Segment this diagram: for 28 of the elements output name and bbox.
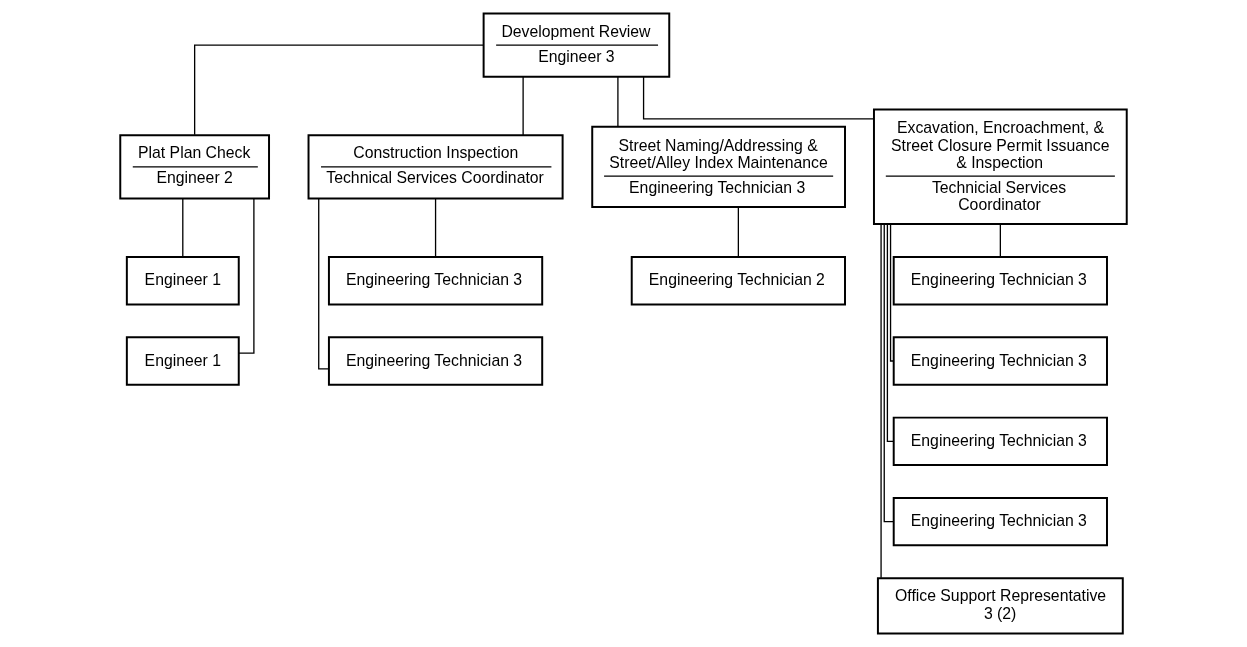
node-box: Street Naming/Addressing & Street/Alley Index Maintenance Engineering Technician 3 xyxy=(591,125,846,208)
node-box: Engineering Technician 3 xyxy=(892,416,1108,466)
node-box: Excavation, Encroachment, & Street Closure Permit Issuance & Inspection Technicial Services Coordinator xyxy=(873,108,1128,226)
node-box: Engineer 1 xyxy=(125,256,240,306)
node-box: Development Review Engineer 3 xyxy=(482,12,671,78)
node-box: Office Support Representative 3 (2) xyxy=(876,577,1124,635)
node-box: Plat Plan Check Engineer 2 xyxy=(119,134,270,200)
node-box: Engineering Technician 3 xyxy=(327,336,544,386)
connector xyxy=(889,223,894,362)
connector xyxy=(617,76,619,127)
connector xyxy=(880,223,882,579)
node-box: Engineer 1 xyxy=(125,336,240,386)
connector xyxy=(886,223,895,442)
connector xyxy=(318,198,330,370)
connector xyxy=(999,223,1001,258)
node-box: Engineering Technician 3 xyxy=(327,256,544,306)
node-box: Construction Inspection Technical Services Coordinator xyxy=(307,134,564,200)
node-box: Engineering Technician 3 xyxy=(892,336,1108,386)
connector xyxy=(737,206,740,258)
node-box: Engineering Technician 3 xyxy=(892,496,1108,547)
connector xyxy=(182,197,184,258)
connector xyxy=(194,44,485,136)
connector xyxy=(522,76,524,136)
node-box: Engineering Technician 3 xyxy=(892,256,1108,306)
node-box: Engineering Technician 2 xyxy=(630,256,846,306)
connector xyxy=(883,223,894,523)
connector xyxy=(434,197,437,258)
connector xyxy=(642,76,875,120)
